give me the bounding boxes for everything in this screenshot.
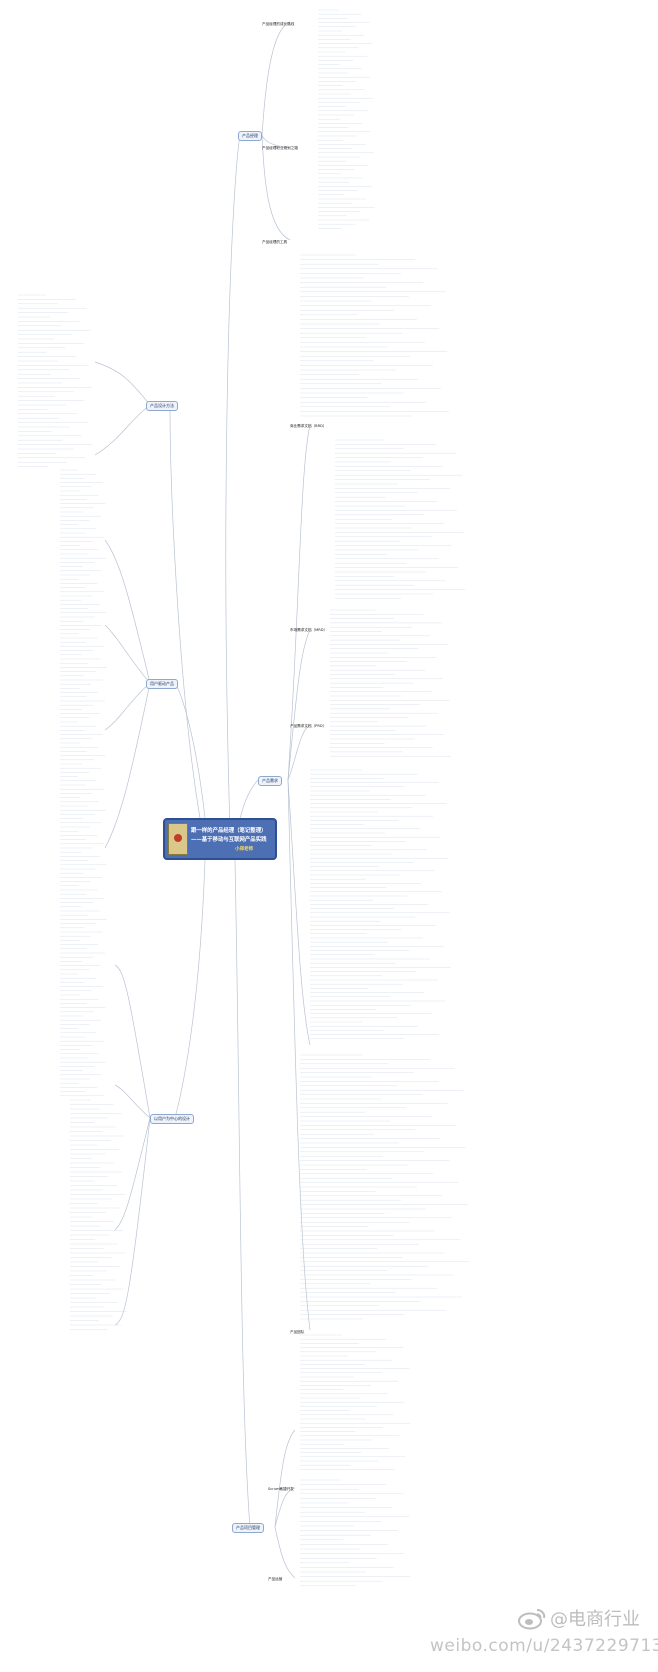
book-cover-image xyxy=(168,823,188,855)
central-title-line1: 跟一样的产品经理（笔记整理） xyxy=(191,828,267,834)
sub-brd: 商业需求文档（BRD） xyxy=(290,424,327,428)
branch-user-driven[interactable]: 用户驱动产品 xyxy=(146,679,178,689)
branch-ui-design[interactable]: 以用户为中心的设计 xyxy=(150,1114,194,1124)
weibo-icon xyxy=(518,1609,546,1630)
sub-tools: 产品经理的工具 xyxy=(262,240,288,244)
branch-requirements[interactable]: 产品需求 xyxy=(258,776,282,786)
central-author: 小郑老师 xyxy=(235,847,253,852)
sub-mrd: 市场需求文档（MRD） xyxy=(290,628,328,632)
watermark-brand: @电商行业 xyxy=(550,1609,640,1630)
sub-ops: 产品运营 xyxy=(268,1577,283,1581)
sub-skills: 产品经理职业规划之路 xyxy=(262,146,298,150)
central-topic[interactable]: 跟一样的产品经理（笔记整理） ——基于移动与互联网产品实践 小郑老师 xyxy=(163,818,277,860)
sub-agile: Scrum敏捷开发 xyxy=(268,1487,294,1491)
watermark-url: weibo.com/u/2437229713 xyxy=(430,1636,658,1656)
branch-product-manager[interactable]: 产品经理 xyxy=(238,131,262,141)
sub-prd: 产品需求文档（PRD） xyxy=(290,724,327,728)
branch-product-methods[interactable]: 产品设计方法 xyxy=(146,401,178,411)
sub-growth: 产品经理的成长路线 xyxy=(262,22,295,26)
central-title-line2: ——基于移动与互联网产品实践 xyxy=(191,837,267,843)
sub-team: 产品团队 xyxy=(290,1330,305,1334)
branch-project-mgmt[interactable]: 产品项目管理 xyxy=(232,1523,264,1533)
